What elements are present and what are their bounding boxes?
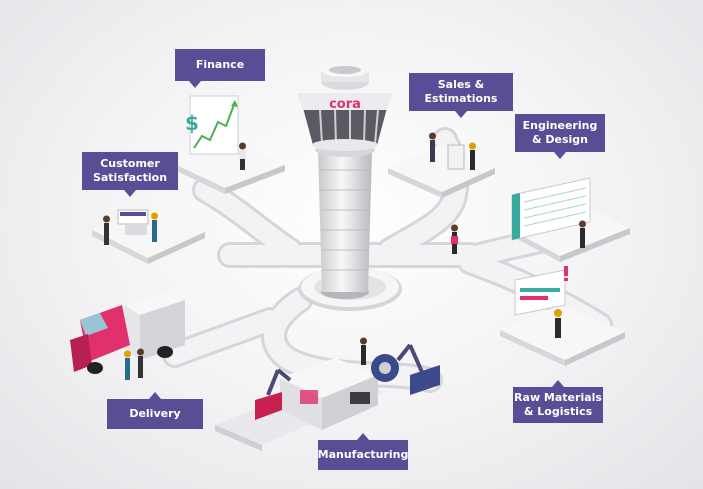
driver-person [125, 358, 130, 380]
robot-arm-left [255, 392, 282, 420]
delivery-label-text: Delivery [129, 407, 181, 420]
customer-platform [92, 205, 205, 264]
machine-top [280, 358, 378, 398]
sales-platform [388, 132, 495, 198]
logistics-person [555, 318, 561, 338]
engineering-platform [511, 177, 630, 262]
customer-satisfaction-label: Customer Satisfaction [82, 152, 178, 197]
engineering-label-line1: Engineering [522, 119, 598, 132]
manufacturing-label-text: Manufacturing [317, 448, 409, 461]
growth-arrow-icon [193, 101, 236, 149]
support-person [152, 220, 157, 242]
sales-label: Sales & Estimations [409, 73, 513, 118]
sales-label-line2: Estimations [424, 92, 498, 105]
customer-person [104, 223, 109, 245]
finance-label: Finance [175, 49, 265, 88]
delivery-label: Delivery [107, 392, 203, 429]
finance-label-text: Finance [195, 58, 245, 71]
control-panel [350, 392, 370, 404]
manufacturing-area [215, 337, 440, 451]
engineer-person [580, 228, 585, 248]
engineering-label-line2: & Design [531, 133, 589, 146]
tower-windows [303, 108, 387, 145]
finance-worker [239, 142, 246, 170]
engineering-label: Engineering & Design [515, 114, 605, 159]
sales-label-line1: Sales & [437, 78, 485, 91]
cora-logo: cora [329, 97, 361, 112]
logistics-screen [514, 269, 566, 316]
raw-materials-label-line1: Raw Materials [514, 391, 602, 404]
raw-materials-label: Raw Materials & Logistics [513, 380, 603, 423]
raw-materials-platform [500, 266, 625, 366]
delivery-truck [70, 290, 185, 380]
dollar-icon: $ [185, 111, 199, 135]
finance-platform [170, 95, 285, 194]
manufacturing-label: Manufacturing [317, 433, 409, 470]
sales-person [430, 140, 435, 162]
raw-materials-label-line2: & Logistics [523, 405, 593, 418]
customer-label-line2: Satisfaction [92, 171, 168, 184]
alert-icon [564, 266, 568, 276]
robot-arm-right [410, 365, 440, 395]
operator-person [361, 345, 366, 365]
customer-label-line1: Customer [100, 157, 160, 170]
control-tower [297, 63, 393, 299]
finance-chart-board [189, 95, 239, 155]
walking-person [451, 224, 458, 254]
